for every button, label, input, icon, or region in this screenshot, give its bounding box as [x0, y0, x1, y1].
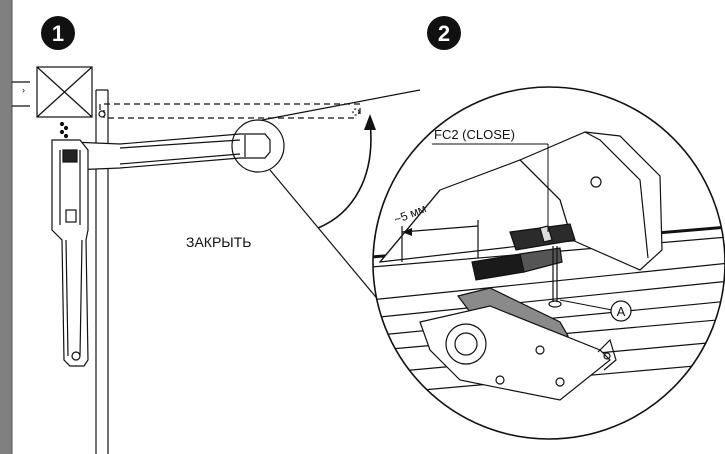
svg-text:1: 1 — [52, 21, 64, 46]
limit-switch-leader — [432, 143, 549, 232]
side-bar — [0, 0, 12, 454]
marker-a: A — [559, 299, 632, 322]
operator-body — [51, 139, 89, 367]
svg-text:›: › — [22, 85, 25, 95]
detail-circle — [231, 119, 285, 173]
step-1-badge: 1 — [41, 16, 75, 50]
closed-gate-outline — [99, 103, 361, 118]
base-plate — [419, 305, 611, 401]
step-2-badge: 2 — [427, 16, 461, 50]
close-action-label: ЗАКРЫТЬ — [186, 234, 251, 250]
detail-content — [373, 131, 725, 401]
gate-assembly: › — [12, 66, 376, 454]
svg-text:2: 2 — [438, 21, 450, 46]
svg-text:A: A — [617, 304, 626, 319]
horizontal-arm — [71, 133, 271, 171]
limit-switch-label: FC2 (CLOSE) — [434, 127, 515, 142]
close-arrow-icon — [317, 121, 372, 229]
